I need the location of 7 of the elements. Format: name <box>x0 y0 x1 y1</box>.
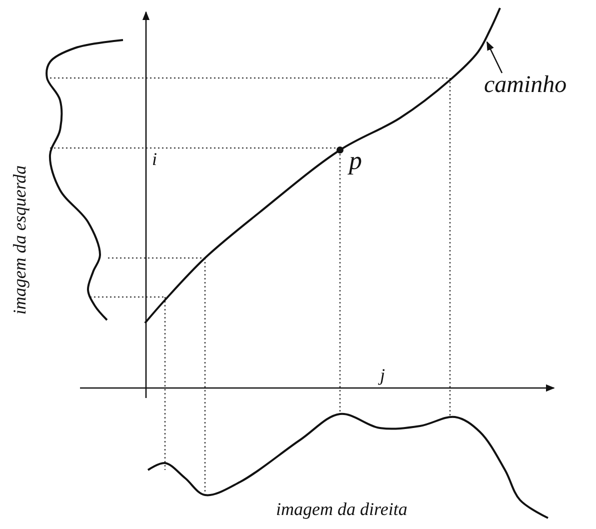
point-label: p <box>349 148 362 174</box>
leader-arrow <box>486 41 503 74</box>
axis-title: imagem da direita <box>276 500 408 518</box>
path-label: caminho <box>484 73 567 97</box>
axis-label: j <box>380 366 386 384</box>
axis-title: imagem da esquerda <box>11 165 29 315</box>
axis-label: i <box>152 150 158 168</box>
